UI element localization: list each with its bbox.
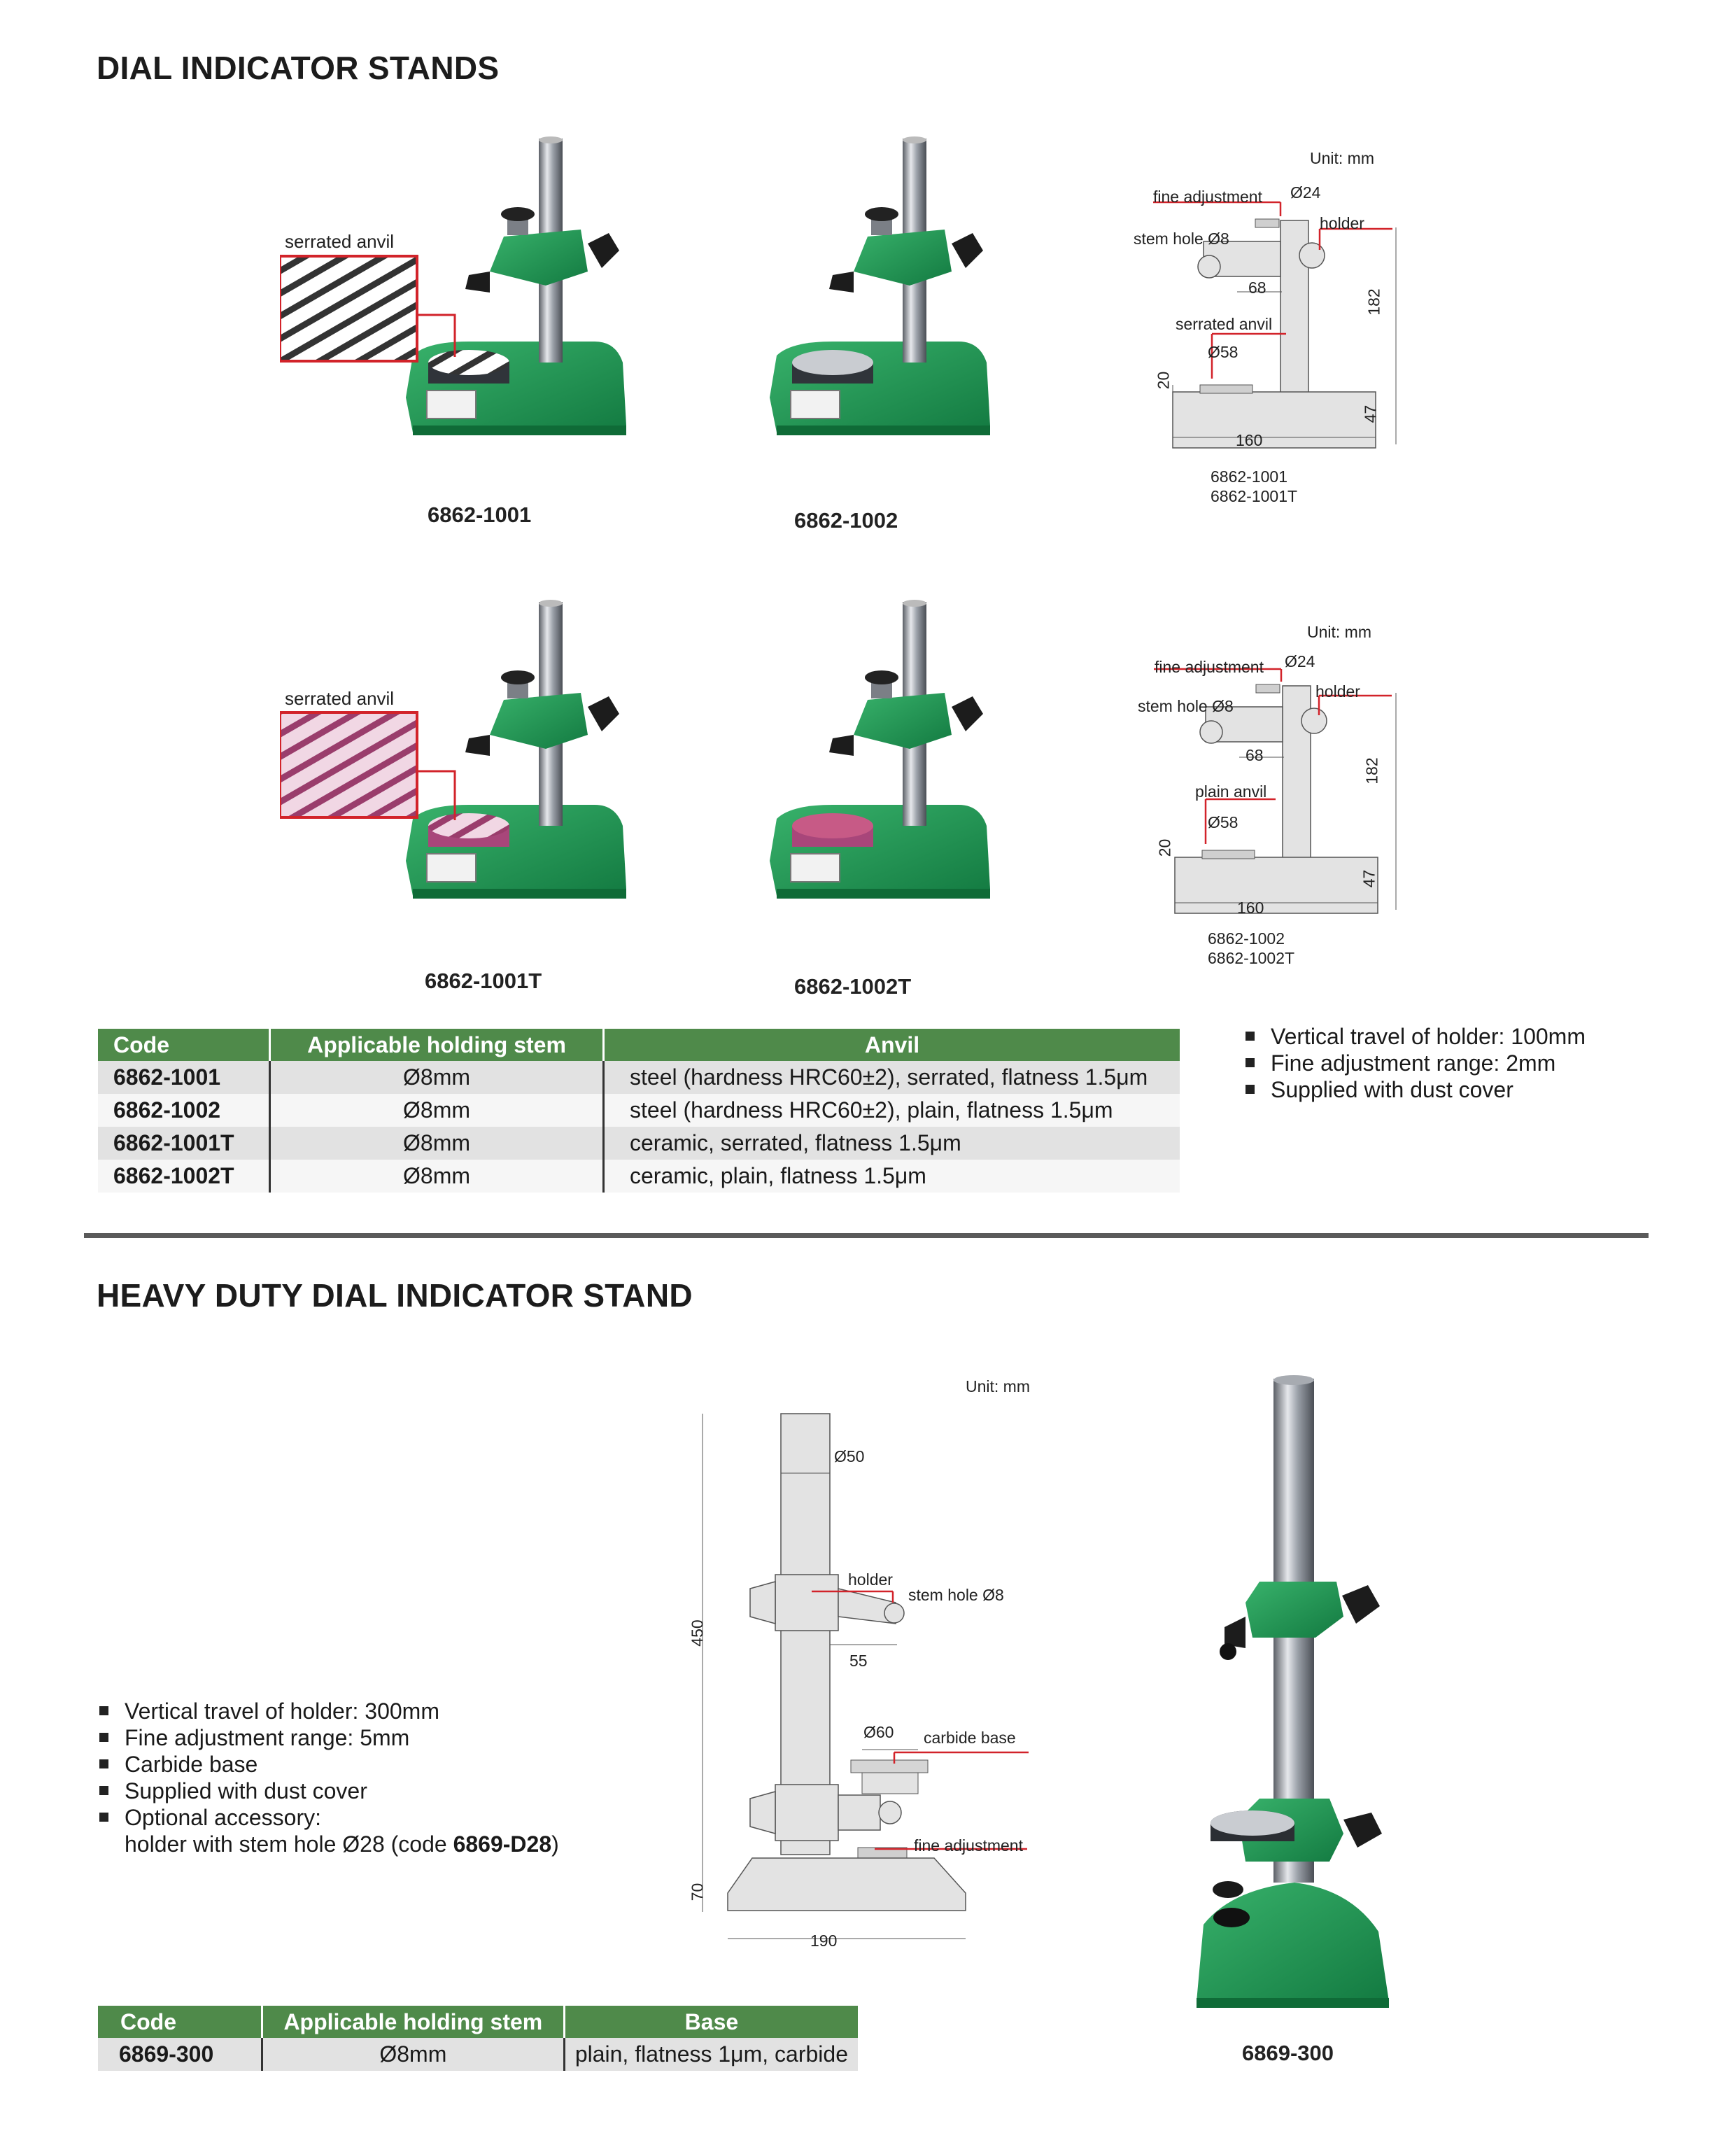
product-code: 6862-1001 (428, 502, 532, 527)
col-header: Code (98, 1029, 271, 1061)
dim-d24: Ø24 (1285, 652, 1315, 670)
col-header: Anvil (603, 1029, 1180, 1061)
callout-fine-adjustment: fine adjustment (914, 1836, 1023, 1855)
dim-68: 68 (1248, 279, 1266, 297)
unit-label: Unit: mm (1307, 623, 1371, 641)
table-row: 6862-1002 Ø8mm steel (hardness HRC60±2),… (98, 1094, 1180, 1127)
dim-182: 182 (1364, 288, 1383, 316)
dim-190: 190 (810, 1932, 838, 1950)
table-row: 6862-1001T Ø8mm ceramic, serrated, flatn… (98, 1127, 1180, 1160)
dim-160: 160 (1236, 431, 1263, 449)
dimension-drawing-2 (1123, 616, 1403, 980)
cell-code: 6862-1002T (98, 1160, 271, 1193)
cell-anvil: steel (hardness HRC60±2), plain, flatnes… (603, 1094, 1180, 1127)
section-title: HEAVY DUTY DIAL INDICATOR STAND (97, 1277, 693, 1314)
dim-47: 47 (1361, 405, 1380, 423)
spec-table: Code Applicable holding stem Base 6869-3… (98, 2006, 858, 2071)
accessory-code: 6869-D28 (453, 1831, 552, 1857)
feature-item: Carbide base (98, 1751, 559, 1778)
dim-68: 68 (1245, 746, 1264, 764)
product-code: 6862-1002T (794, 974, 912, 999)
cell-code: 6862-1001 (98, 1061, 271, 1094)
spec-table: Code Applicable holding stem Anvil 6862-… (98, 1029, 1180, 1193)
drawing-code: 6862-1002T (1208, 949, 1295, 967)
product-code: 6862-1002 (794, 508, 898, 533)
feature-item: Vertical travel of holder: 100mm (1244, 1023, 1586, 1050)
cell-stem: Ø8mm (269, 1127, 605, 1160)
anvil-callout: serrated anvil (285, 231, 395, 252)
callout-anvil: plain anvil (1195, 782, 1267, 801)
product-photo-6862-1001 (278, 132, 644, 481)
product-photo-6862-1002 (742, 132, 1008, 481)
table-row: 6869-300 Ø8mm plain, flatness 1μm, carbi… (98, 2038, 858, 2071)
cell-stem: Ø8mm (269, 1061, 605, 1094)
dimension-drawing-1 (1120, 143, 1399, 507)
section-divider (84, 1233, 1649, 1238)
dim-d58: Ø58 (1208, 343, 1239, 361)
product-photo-6862-1001T (278, 595, 644, 945)
col-header: Applicable holding stem (269, 1029, 605, 1061)
callout-holder: holder (1320, 214, 1364, 232)
col-header: Applicable holding stem (262, 2006, 565, 2038)
dim-d58: Ø58 (1208, 813, 1239, 831)
product-code: 6862-1001T (425, 969, 542, 993)
table-row: 6862-1001 Ø8mm steel (hardness HRC60±2),… (98, 1061, 1180, 1094)
feature-list: Vertical travel of holder: 100mm Fine ad… (1244, 1023, 1586, 1103)
dim-450: 450 (688, 1619, 707, 1647)
dim-182: 182 (1362, 757, 1381, 785)
callout-fine-adjustment: fine adjustment (1155, 658, 1264, 676)
cell-code: 6862-1002 (98, 1094, 271, 1127)
cell-base: plain, flatness 1μm, carbide (564, 2038, 858, 2071)
dim-47: 47 (1360, 869, 1378, 888)
dim-55: 55 (849, 1652, 868, 1670)
feature-list: Vertical travel of holder: 300mm Fine ad… (98, 1698, 559, 1857)
feature-item: Supplied with dust cover (1244, 1076, 1586, 1103)
unit-label: Unit: mm (1310, 149, 1374, 167)
callout-stem-hole: stem hole Ø8 (908, 1586, 1004, 1604)
feature-item: Optional accessory: (98, 1804, 559, 1831)
drawing-code: 6862-1001T (1211, 487, 1298, 505)
cell-stem: Ø8mm (262, 2038, 565, 2071)
feature-item: Fine adjustment range: 2mm (1244, 1050, 1586, 1076)
table-row: 6862-1002T Ø8mm ceramic, plain, flatness… (98, 1160, 1180, 1193)
dim-d24: Ø24 (1290, 183, 1321, 202)
callout-holder: holder (848, 1570, 893, 1589)
section-title: DIAL INDICATOR STANDS (97, 50, 500, 86)
cell-stem: Ø8mm (269, 1160, 605, 1193)
callout-stem-hole: stem hole Ø8 (1134, 230, 1229, 248)
cell-anvil: steel (hardness HRC60±2), serrated, flat… (603, 1061, 1180, 1094)
callout-stem-hole: stem hole Ø8 (1138, 697, 1234, 715)
dim-d50: Ø50 (834, 1447, 865, 1465)
feature-item: Supplied with dust cover (98, 1778, 559, 1804)
drawing-code: 6862-1002 (1208, 929, 1285, 948)
callout-anvil: serrated anvil (1176, 315, 1273, 333)
col-header: Code (98, 2006, 263, 2038)
product-photo-6869-300 (1176, 1372, 1413, 2016)
callout-fine-adjustment: fine adjustment (1153, 188, 1262, 206)
drawing-code: 6862-1001 (1211, 467, 1287, 486)
dim-20: 20 (1155, 838, 1174, 857)
callout-holder: holder (1315, 682, 1360, 701)
dim-160: 160 (1237, 899, 1264, 917)
dim-d60: Ø60 (863, 1723, 894, 1741)
anvil-callout: serrated anvil (285, 688, 395, 709)
accessory-line: holder with stem hole Ø28 (code 6869-D28… (125, 1831, 559, 1857)
feature-item: Fine adjustment range: 5mm (98, 1724, 559, 1751)
cell-stem: Ø8mm (269, 1094, 605, 1127)
cell-anvil: ceramic, serrated, flatness 1.5μm (603, 1127, 1180, 1160)
dim-20: 20 (1154, 371, 1173, 390)
feature-item: Vertical travel of holder: 300mm (98, 1698, 559, 1724)
dim-70: 70 (688, 1883, 707, 1901)
cell-code: 6869-300 (98, 2038, 263, 2071)
cell-code: 6862-1001T (98, 1127, 271, 1160)
col-header: Base (564, 2006, 858, 2038)
cell-anvil: ceramic, plain, flatness 1.5μm (603, 1160, 1180, 1193)
unit-label: Unit: mm (966, 1377, 1030, 1395)
product-code: 6869-300 (1242, 2041, 1334, 2065)
product-photo-6862-1002T (742, 595, 1008, 945)
dimension-drawing-heavy (672, 1393, 1064, 1967)
callout-carbide-base: carbide base (924, 1729, 1016, 1747)
